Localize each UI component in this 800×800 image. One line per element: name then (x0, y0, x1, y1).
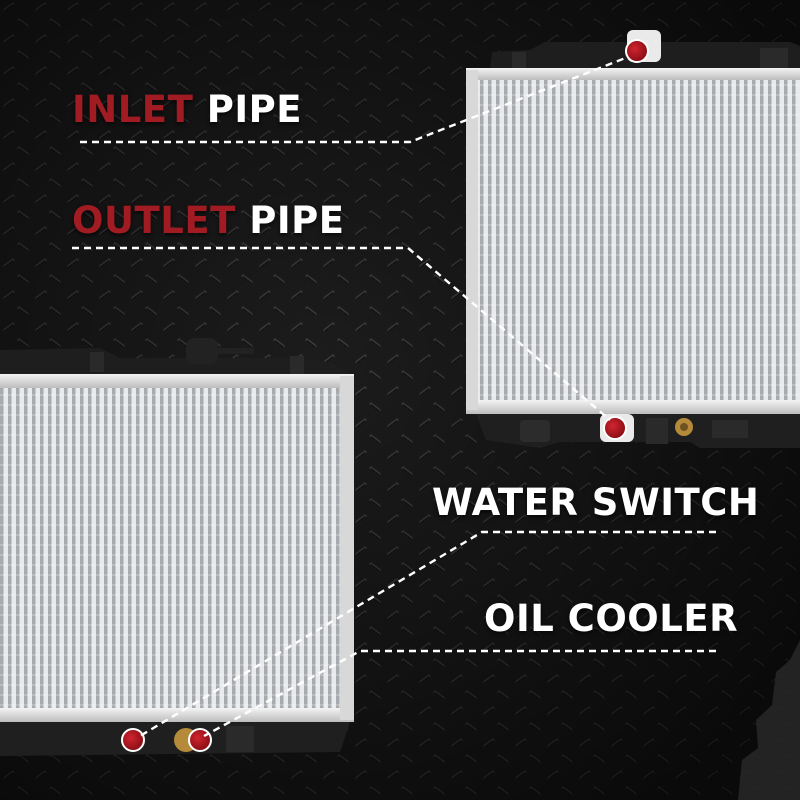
radiator-right (466, 30, 800, 448)
outlet-pipe-label: OUTLET PIPE (72, 202, 345, 239)
inlet-highlight: INLET (72, 88, 194, 131)
oil-cooler-callout-line (203, 649, 716, 738)
inlet-callout-line (80, 55, 629, 144)
oil-cooler-label: OIL COOLER (484, 597, 739, 640)
outlet-highlight: OUTLET (72, 199, 236, 242)
water-switch-callout-line (139, 530, 716, 738)
outlet-callout-line (72, 246, 611, 421)
radiator-left (0, 338, 354, 756)
water-switch-label: WATER SWITCH (432, 481, 760, 524)
inlet-pipe-word: PIPE (206, 88, 302, 131)
inlet-pipe-label: INLET PIPE (72, 91, 302, 128)
callout-lines (72, 55, 716, 738)
outlet-pipe-word: PIPE (249, 199, 345, 242)
